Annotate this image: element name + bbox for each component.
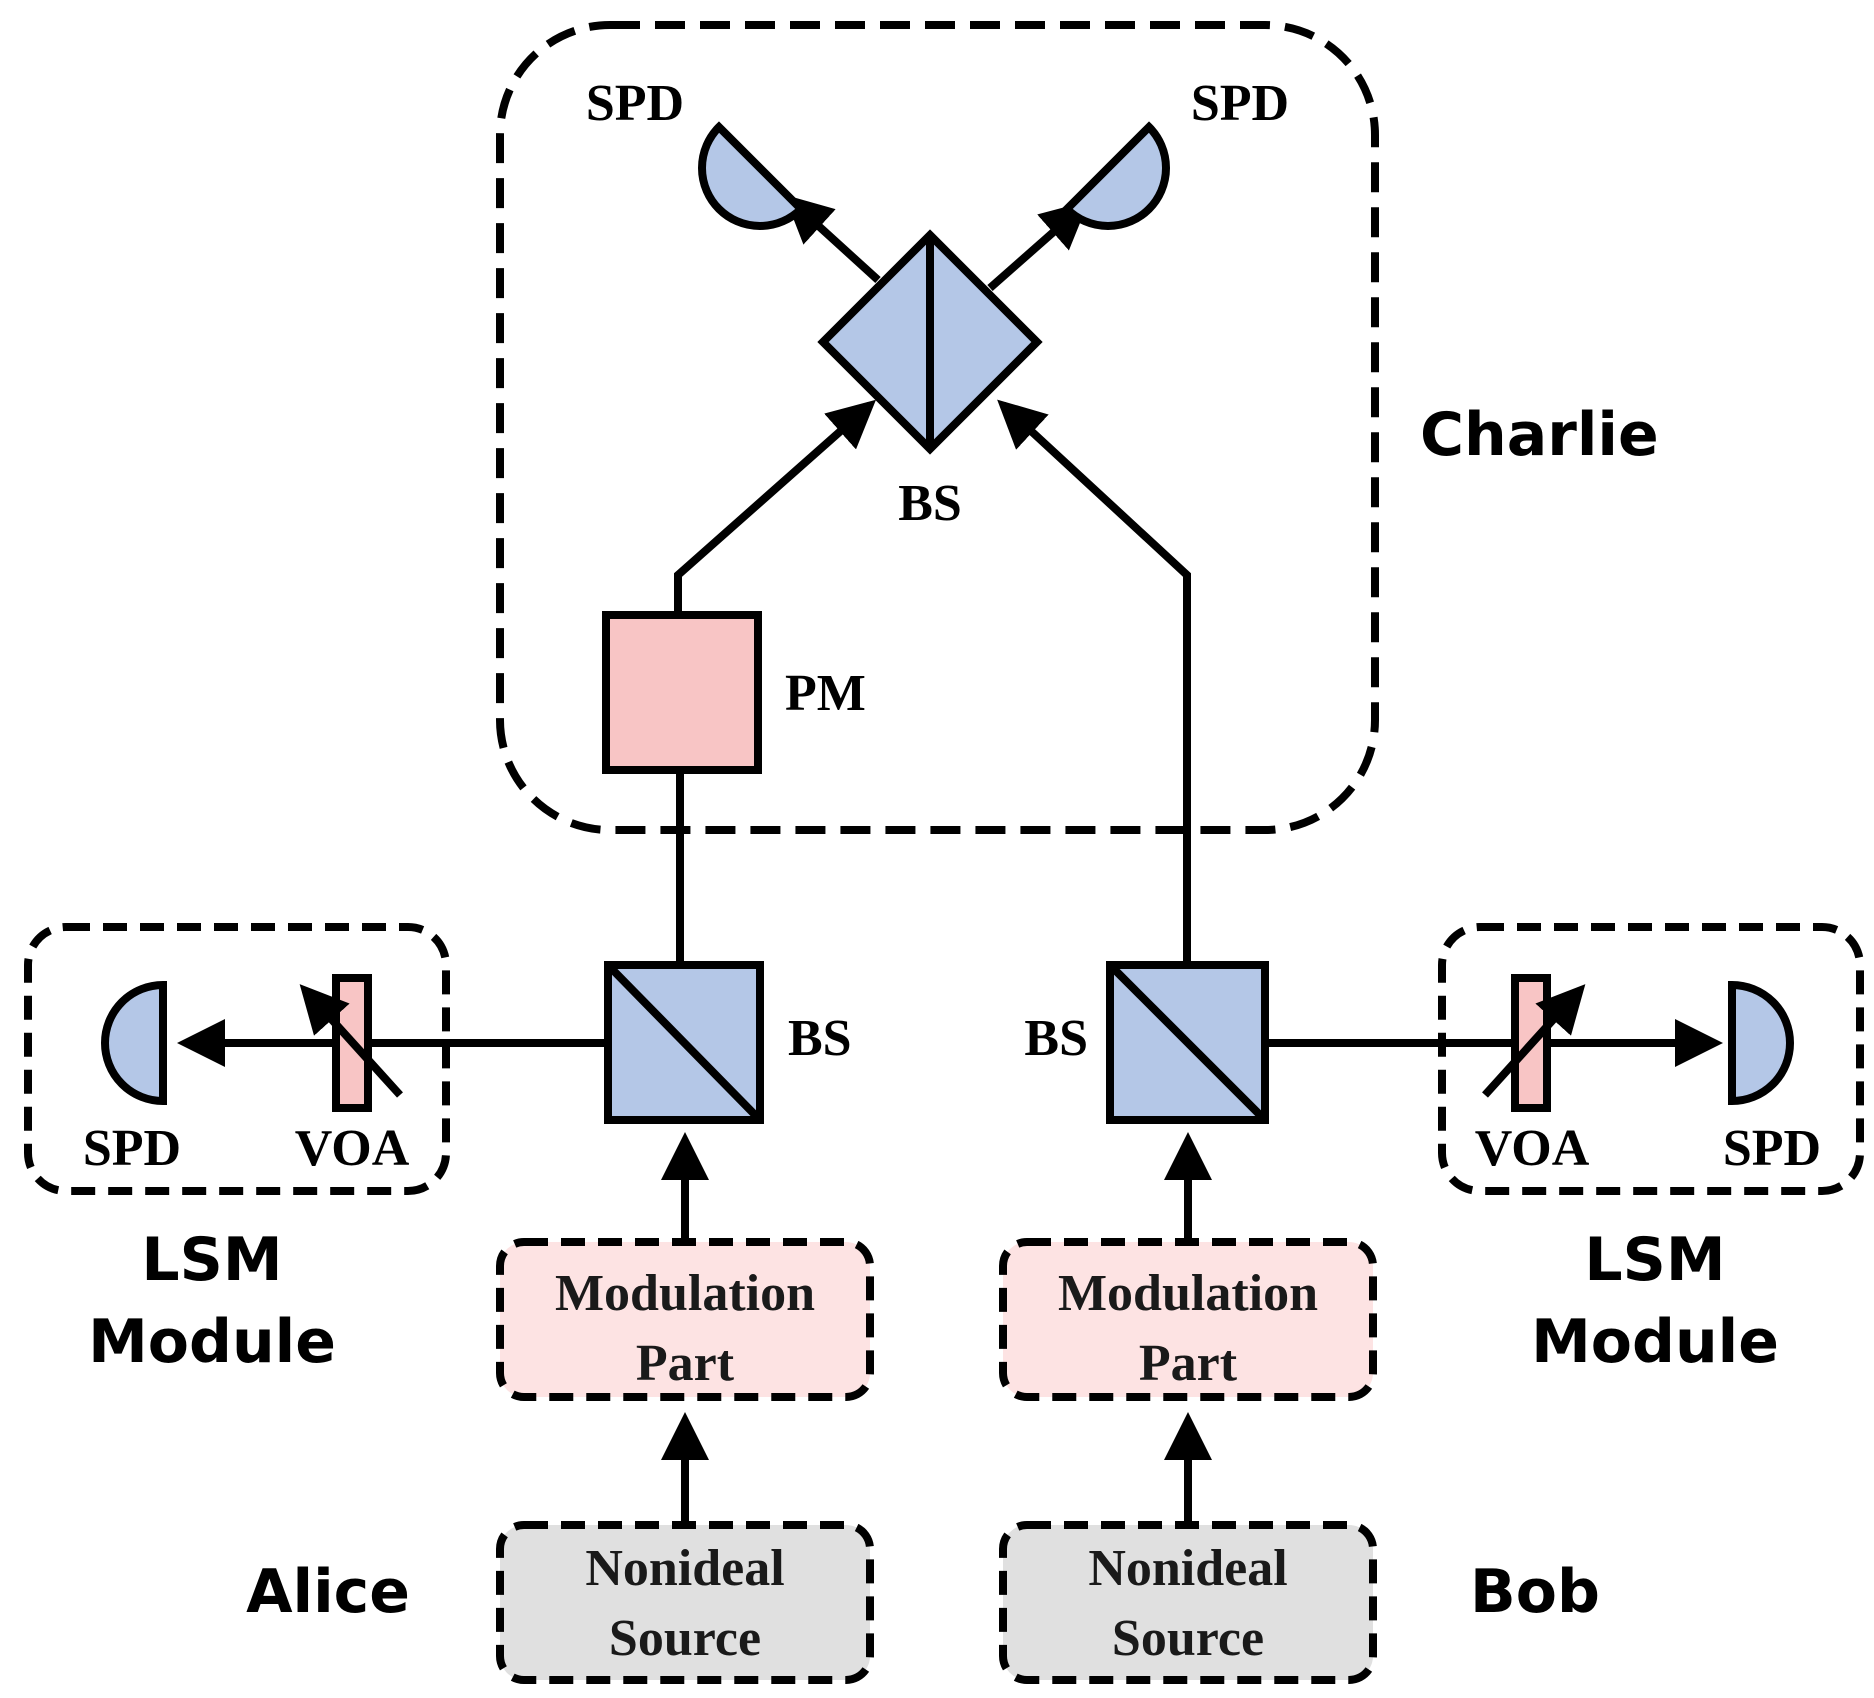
- bob-source-label-line1: Nonideal: [1088, 1540, 1287, 1597]
- alice-label: Alice: [246, 1557, 410, 1627]
- pm-to-charlie-bs-arrow: [674, 399, 876, 615]
- bob-lsm-label-line1: LSM: [1584, 1225, 1725, 1295]
- alice-source-label-line2: Source: [609, 1610, 761, 1667]
- alice-source-label-line1: Nonideal: [585, 1540, 784, 1597]
- bob-nonideal-source-box: [999, 1521, 1377, 1684]
- bob-source-label-line2: Source: [1112, 1610, 1264, 1667]
- alice-bs-label: BS: [788, 1010, 852, 1067]
- bob-lsm-module-box: [1438, 923, 1864, 1195]
- charlie-left-spd-label: SPD: [586, 75, 684, 132]
- charlie-bs-to-right-spd-arrow: [987, 200, 1090, 292]
- alice-spd-label: SPD: [83, 1120, 181, 1177]
- bob-spd-label: SPD: [1723, 1120, 1821, 1177]
- bob-voa-label: VOA: [1475, 1120, 1590, 1177]
- charlie-right-spd-detector: [1061, 121, 1170, 230]
- pm-label: PM: [785, 665, 866, 722]
- alice-nonideal-source-box: [496, 1521, 874, 1684]
- phase-modulator: [602, 611, 762, 774]
- alice-modulation-label-line1: Modulation: [555, 1265, 815, 1322]
- bob-beam-splitter: [1106, 961, 1269, 1124]
- charlie-group-box: [496, 21, 1379, 834]
- charlie-beam-splitter: [817, 229, 1043, 455]
- alice-lsm-label-line1: LSM: [141, 1225, 282, 1295]
- charlie-bs-label: BS: [898, 475, 962, 532]
- bob-modulation-label-line1: Modulation: [1058, 1265, 1318, 1322]
- alice-modulation-part-box: [496, 1238, 874, 1401]
- bob-lsm-label-line2: Module: [1531, 1307, 1779, 1377]
- charlie-bs-to-left-spd-arrow: [784, 194, 881, 283]
- charlie-right-spd-label: SPD: [1191, 75, 1289, 132]
- bob-spd-detector: [1728, 980, 1794, 1106]
- alice-lsm-label-line2: Module: [88, 1307, 336, 1377]
- bob-modulation-label-line2: Part: [1139, 1335, 1238, 1392]
- alice-voa-attenuator: [299, 974, 403, 1112]
- bob-bs-label: BS: [1024, 1010, 1088, 1067]
- alice-lsm-module-box: [24, 923, 450, 1195]
- alice-spd-detector: [101, 980, 167, 1106]
- charlie-left-spd-detector: [698, 121, 807, 230]
- alice-voa-label: VOA: [295, 1120, 410, 1177]
- bob-label: Bob: [1470, 1557, 1600, 1627]
- bob-voa-attenuator: [1482, 974, 1586, 1112]
- alice-beam-splitter: [604, 961, 764, 1124]
- bob-bs-to-charlie-bs-arrow: [997, 399, 1191, 965]
- charlie-label: Charlie: [1420, 400, 1659, 470]
- alice-modulation-label-line2: Part: [636, 1335, 735, 1392]
- bob-modulation-part-box: [999, 1238, 1377, 1401]
